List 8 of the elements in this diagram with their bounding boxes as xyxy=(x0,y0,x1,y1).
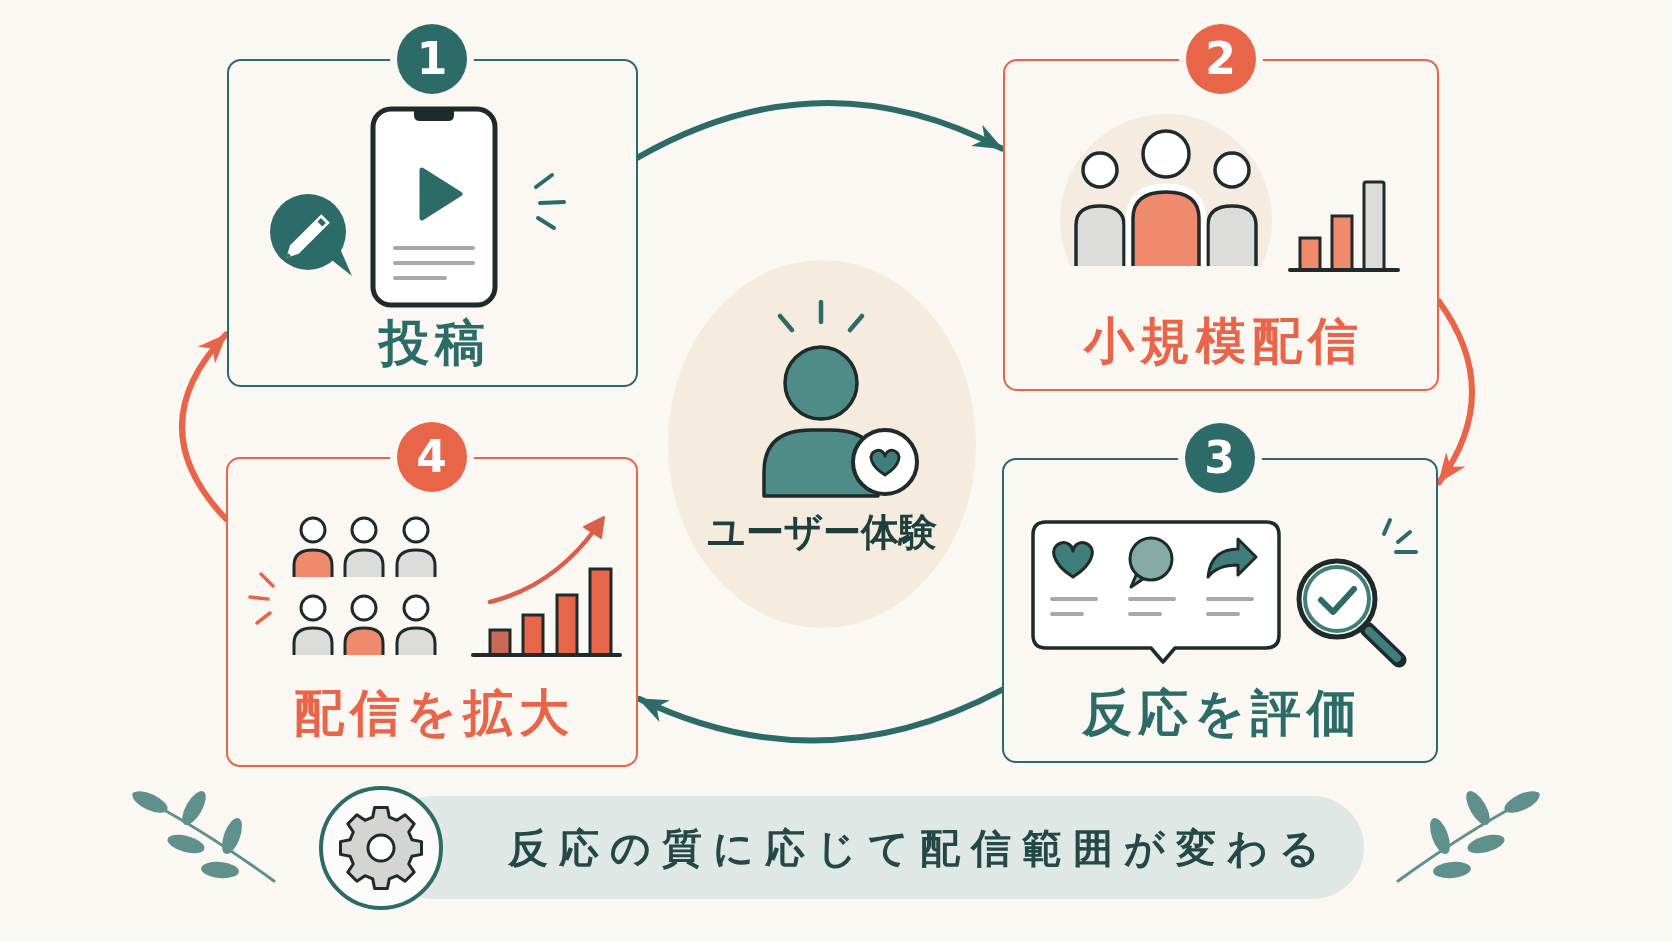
banner-text: 反応の質に応じて配信範囲が変わる xyxy=(508,823,1331,873)
step-title: 投稿 xyxy=(376,312,491,373)
center-label: ユーザー体験 xyxy=(707,509,937,556)
step-title: 反応を評価 xyxy=(1080,682,1363,743)
curved-arrow xyxy=(1436,298,1475,486)
curved-arrow xyxy=(179,331,229,522)
step-title: 小規模配信 xyxy=(1082,310,1364,371)
step-title: 配信を拡大 xyxy=(293,682,575,743)
